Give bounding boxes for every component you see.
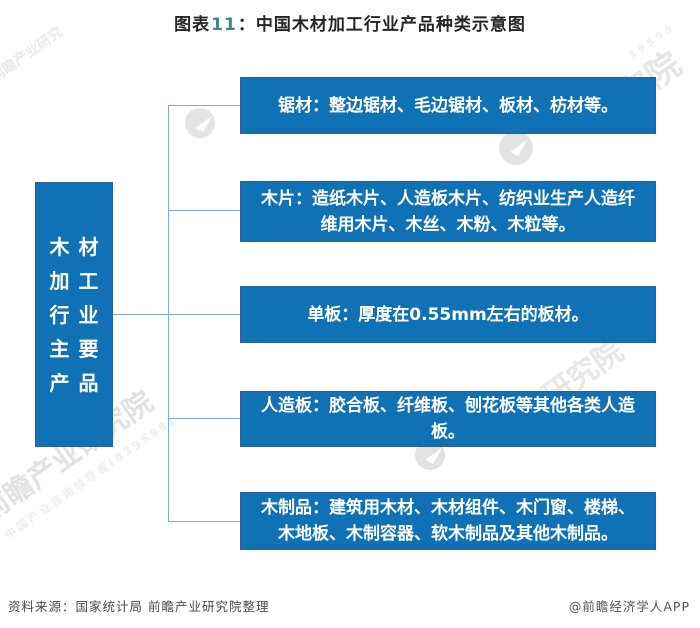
page-title: 图表11：中国木材加工行业产品种类示意图 (0, 10, 700, 35)
root-node-label-row: 行业 (49, 302, 108, 327)
node-wood-products: 木制品：建筑用木材、木材组件、木门窗、楼梯、木地板、木制容器、软木制品及其他木制… (240, 492, 656, 550)
node-wood-based-panels: 人造板：胶合板、纤维板、刨花板等其他各类人造板。 (240, 391, 656, 447)
connector-trunk (168, 105, 169, 522)
node-veneer: 单板：厚度在0.55mm左右的板材。 (240, 286, 656, 343)
root-node-label-row: 木材 (49, 234, 108, 259)
title-number: 11 (211, 15, 237, 35)
connector-branch-2 (168, 210, 240, 211)
brand-credit: @前瞻经济学人APP (568, 599, 690, 614)
connector-branch-4 (168, 418, 240, 419)
root-node-wood-processing-products: 木材 加工 行业 主要 产品 (35, 182, 113, 447)
paper-plane-icon (194, 112, 212, 133)
paper-plane-icon (424, 444, 442, 465)
paper-plane-icon (510, 136, 527, 157)
connector-branch-1 (168, 105, 240, 106)
data-source-note: 资料来源：国家统计局 前瞻产业研究院整理 (8, 599, 270, 614)
connector-root-to-trunk (113, 314, 240, 315)
node-wood-chips: 木片：造纸木片、人造板木片、纺织业生产人造纤维用木片、木丝、木粉、木粒等。 (240, 181, 656, 242)
watermark-logo-icon (185, 108, 215, 138)
watermark-logo-icon (499, 131, 533, 165)
title-prefix: 图表 (174, 15, 211, 35)
node-text: 锯材：整边锯材、毛边锯材、板材、枋材等。 (278, 95, 618, 116)
node-text: 人造板：胶合板、纤维板、刨花板等其他各类人造板。 (261, 396, 635, 442)
node-text: 木片：造纸木片、人造板木片、纺织业生产人造纤维用木片、木丝、木粉、木粒等。 (261, 188, 635, 235)
node-text: 木制品：建筑用木材、木材组件、木门窗、楼梯、木地板、木制容器、软木制品及其他木制… (261, 498, 635, 544)
root-node-label-row: 产品 (49, 370, 108, 395)
node-sawn-timber: 锯材：整边锯材、毛边锯材、板材、枋材等。 (240, 77, 656, 134)
root-node-label-row: 加工 (49, 268, 108, 293)
root-node-label-row: 主要 (49, 336, 108, 361)
title-text: ：中国木材加工行业产品种类示意图 (237, 15, 526, 35)
node-text: 单板：厚度在0.55mm左右的板材。 (307, 304, 589, 325)
connector-branch-5 (168, 521, 240, 522)
